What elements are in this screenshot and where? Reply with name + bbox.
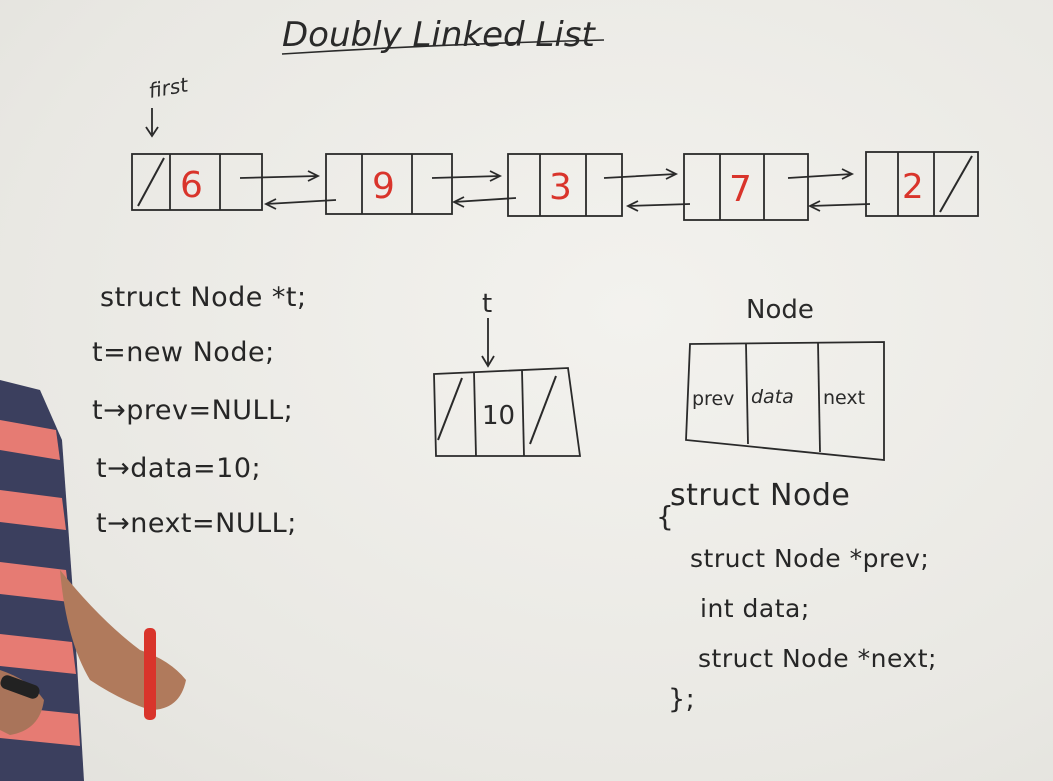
struct-line-3: struct Node *prev;	[690, 544, 930, 573]
node-value: 7	[729, 169, 752, 210]
node-value: 6	[180, 165, 203, 206]
code-line-5: t→next=NULL;	[96, 508, 297, 539]
temp-pointer-arrow	[481, 318, 495, 368]
list-node-1: 6	[131, 153, 263, 211]
field-next: next	[823, 387, 865, 409]
temp-pointer-label: t	[482, 289, 492, 319]
prev-arrow	[625, 200, 691, 212]
next-arrow	[431, 170, 503, 182]
first-pointer-arrow	[145, 108, 159, 138]
list-node-4: 7	[683, 153, 809, 221]
title-underline	[281, 39, 605, 55]
struct-line-5: struct Node *next;	[698, 644, 937, 673]
node-structure-box: prev data next	[685, 341, 885, 461]
temp-node-value: 10	[482, 401, 515, 431]
link-arrows	[239, 168, 871, 212]
next-arrow	[787, 168, 855, 180]
list-node-2: 9	[325, 153, 453, 215]
node-diagram-title: Node	[746, 295, 814, 325]
code-line-4: t→data=10;	[96, 453, 262, 484]
field-data: data	[751, 386, 794, 408]
code-line-2: t=new Node;	[92, 337, 275, 368]
code-line-3: t→prev=NULL;	[92, 395, 294, 426]
code-line-1: struct Node *t;	[100, 282, 307, 313]
list-node-3: 3	[507, 153, 623, 217]
next-arrow	[603, 168, 679, 180]
prev-arrow	[263, 198, 337, 210]
node-value: 3	[549, 167, 572, 208]
struct-line-1: struct Node	[670, 478, 851, 513]
node-value: 9	[372, 166, 395, 207]
field-prev: prev	[692, 388, 734, 410]
diagram-title: Doubly Linked List	[282, 15, 597, 55]
prev-arrow	[451, 196, 517, 208]
next-arrow	[239, 170, 321, 182]
temp-node: 10	[433, 367, 582, 457]
prev-arrow	[807, 200, 871, 212]
struct-line-2: {	[656, 500, 675, 533]
first-label: first	[147, 72, 191, 103]
struct-line-6: };	[668, 684, 696, 715]
node-value: 2	[902, 167, 924, 207]
list-node-5: 2	[865, 151, 979, 217]
presenter-figure	[0, 380, 186, 781]
struct-line-4: int data;	[700, 594, 810, 623]
